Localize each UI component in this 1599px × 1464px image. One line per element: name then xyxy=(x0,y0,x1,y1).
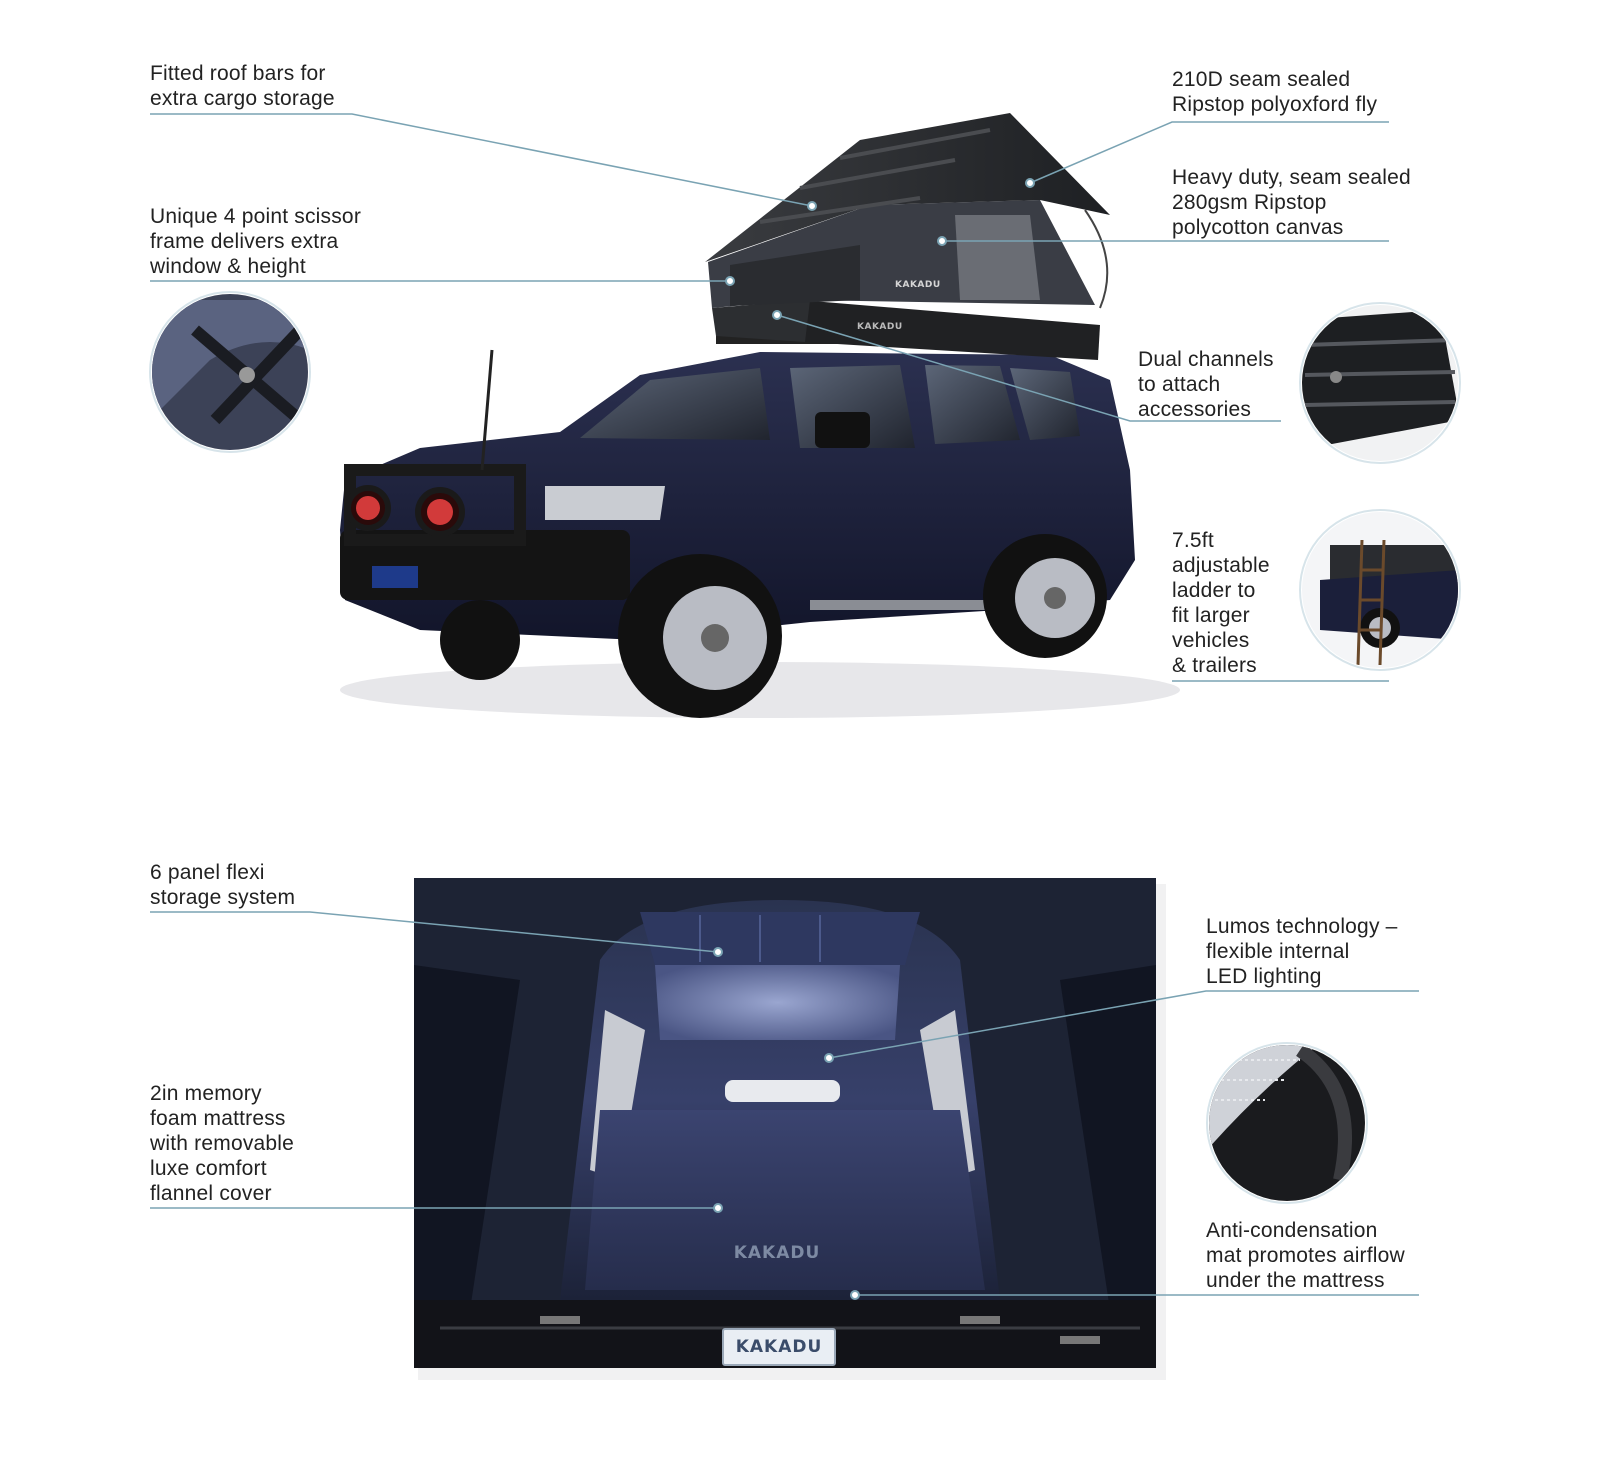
rear-wheel xyxy=(983,534,1107,658)
inset-anti-condensation xyxy=(1206,1042,1368,1204)
inset-ladder xyxy=(1299,509,1461,671)
inset-scissor-frame xyxy=(149,291,311,453)
callout-anti-condensation: Anti-condensation mat promotes airflow u… xyxy=(1206,1219,1405,1292)
interior-illustration xyxy=(400,868,1170,1383)
callout-ladder: 7.5ft adjustable ladder to fit larger ve… xyxy=(1172,529,1270,677)
rooftop-tent-illustration xyxy=(705,113,1110,360)
callout-mattress: 2in memory foam mattress with removable … xyxy=(150,1082,295,1205)
mattress-logo: KAKADU xyxy=(733,1243,821,1263)
callout-scissor-frame: Unique 4 point scissor frame delivers ex… xyxy=(150,205,362,278)
callout-canvas: Heavy duty, seam sealed 280gsm Ripstop p… xyxy=(1172,166,1411,239)
leader-dots xyxy=(713,178,1035,1300)
awning-logo: KAKADU xyxy=(857,322,903,332)
base-brand-plate: KAKADU xyxy=(722,1328,836,1366)
inset-dual-channels xyxy=(1299,302,1461,464)
callout-fly: 210D seam sealed Ripstop polyoxford fly xyxy=(1172,68,1378,116)
callout-lighting: Lumos technology – flexible internal LED… xyxy=(1206,915,1398,988)
front-wheel xyxy=(618,554,782,718)
callout-roof-bars: Fitted roof bars for extra cargo storage xyxy=(150,62,335,110)
tent-logo: KAKADU xyxy=(895,280,941,290)
leader-lines xyxy=(150,113,1419,1296)
callout-channels: Dual channels to attach accessories xyxy=(1138,348,1274,421)
callout-storage: 6 panel flexi storage system xyxy=(150,861,296,909)
vehicle-illustration xyxy=(340,330,1180,718)
